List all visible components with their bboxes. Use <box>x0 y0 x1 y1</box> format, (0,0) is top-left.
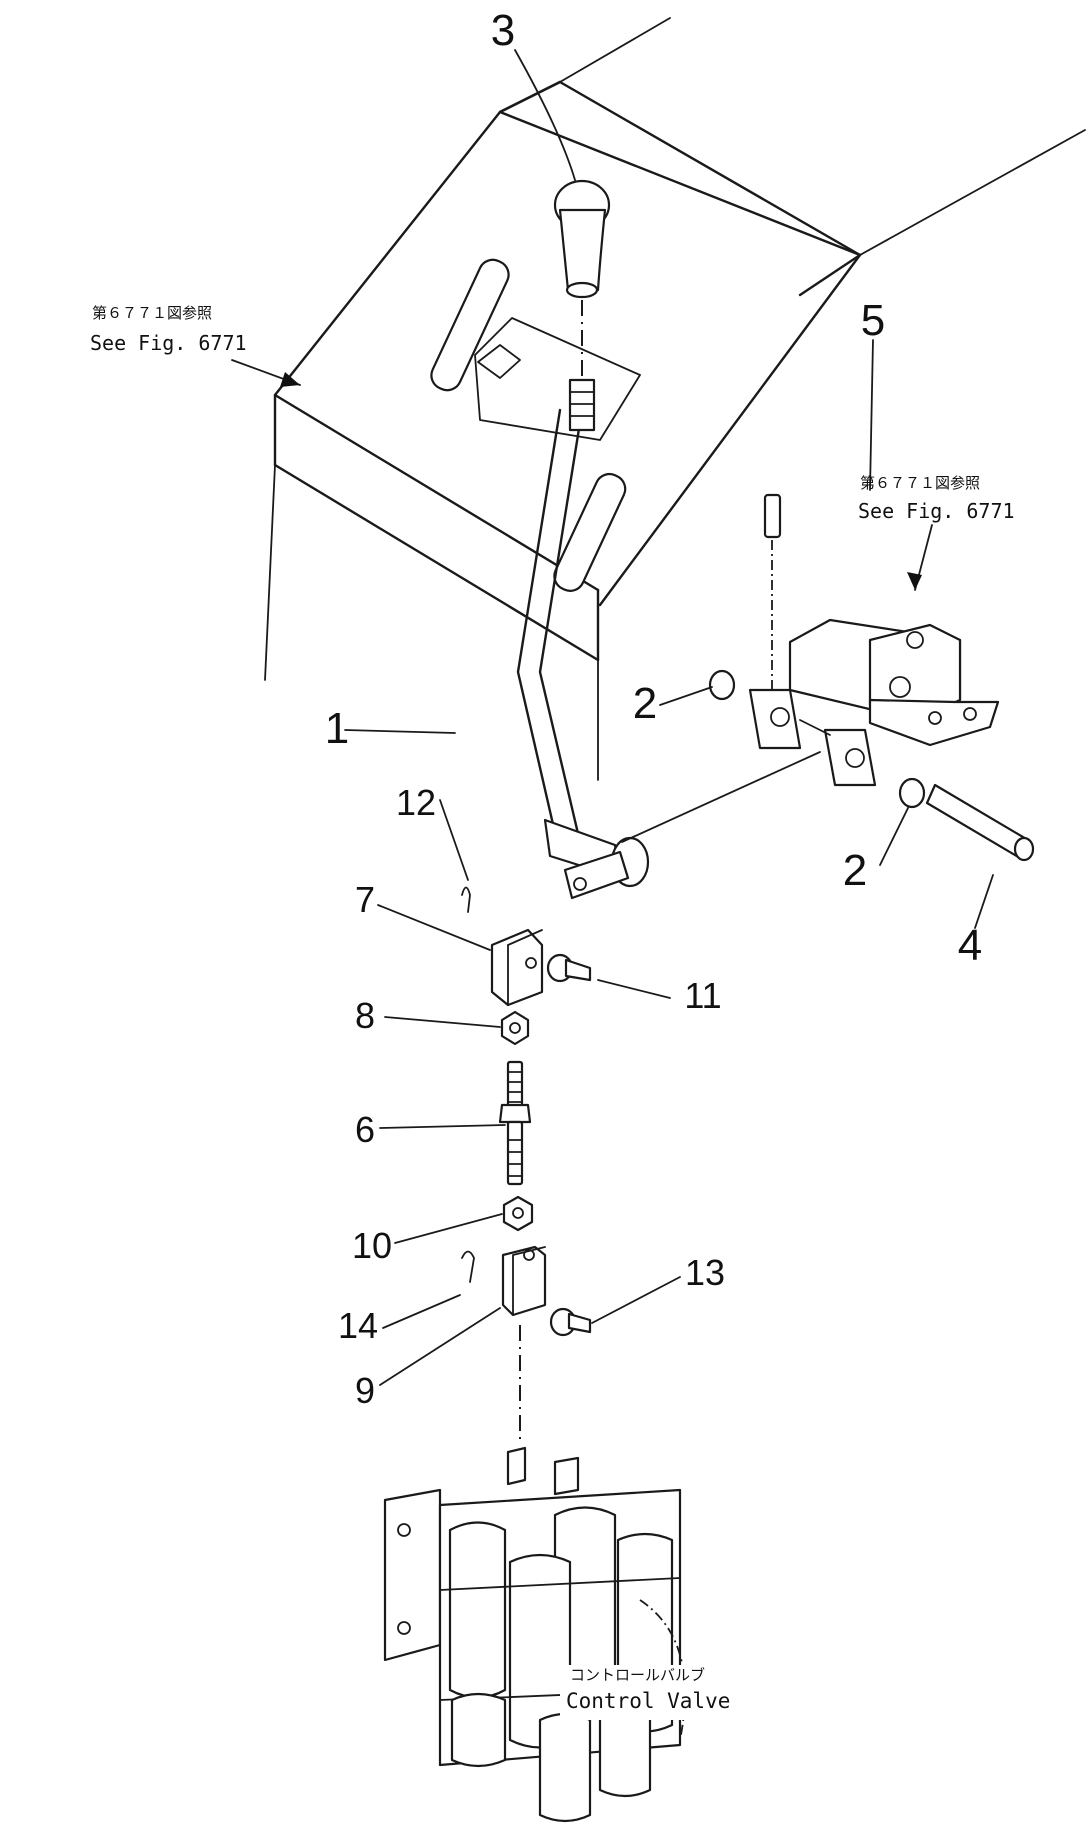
bracket-assembly <box>621 493 1035 862</box>
callout-11: 11 <box>684 975 721 1016</box>
control-valve-label: コントロールバルブ Control Valve <box>560 1665 735 1720</box>
callouts: 3 5 1 2 2 4 12 7 11 8 6 10 13 14 9 <box>325 6 982 1411</box>
callout-2-top: 2 <box>633 679 657 728</box>
callout-10: 10 <box>352 1225 392 1266</box>
reference-right-jp: 第６７７１図参照 <box>860 474 980 492</box>
control-valve <box>383 1446 686 1823</box>
callout-1: 1 <box>325 704 349 753</box>
lever-knob <box>553 179 611 432</box>
leader-lines <box>344 49 994 1386</box>
callout-7: 7 <box>355 879 375 920</box>
reference-note-left: 第６７７１図参照 See Fig. 6771 <box>90 304 247 355</box>
reference-note-right: 第６７７１図参照 See Fig. 6771 <box>858 474 1015 523</box>
callout-4: 4 <box>958 921 982 970</box>
control-valve-label-jp: コントロールバルブ <box>570 1666 705 1684</box>
callout-3: 3 <box>491 6 515 55</box>
callout-13: 13 <box>685 1252 725 1293</box>
callout-6: 6 <box>355 1109 375 1150</box>
callout-14: 14 <box>338 1305 378 1346</box>
callout-9: 9 <box>355 1370 375 1411</box>
reference-arrows <box>231 359 933 591</box>
reference-left-en: See Fig. 6771 <box>90 331 247 355</box>
callout-8: 8 <box>355 995 375 1036</box>
callout-5: 5 <box>861 296 885 345</box>
reference-left-jp: 第６７７１図参照 <box>92 304 212 322</box>
callout-2-bottom: 2 <box>843 846 867 895</box>
linkage-assembly <box>461 886 592 1440</box>
control-valve-label-en: Control Valve <box>566 1689 730 1713</box>
callout-12: 12 <box>396 782 436 823</box>
console-housing <box>264 17 1086 781</box>
control-lever <box>516 408 650 900</box>
reference-right-en: See Fig. 6771 <box>858 499 1015 523</box>
